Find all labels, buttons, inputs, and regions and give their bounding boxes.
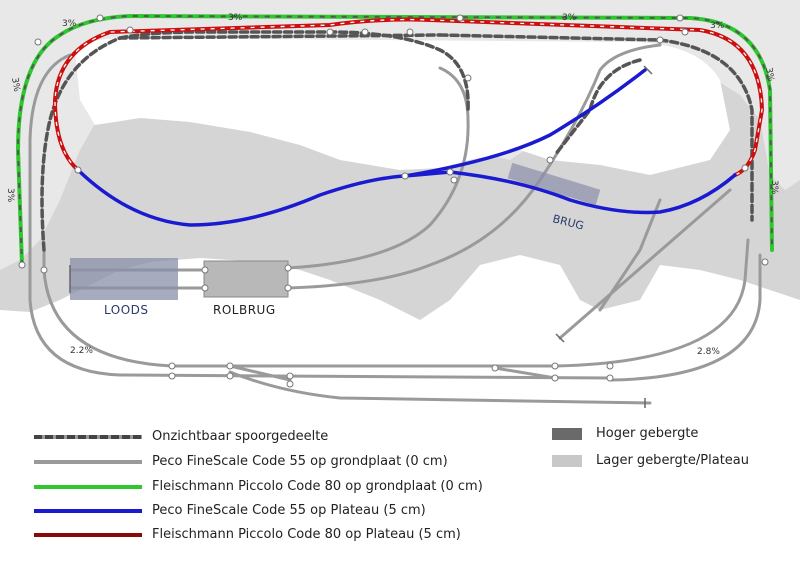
inner-loop-grey	[42, 248, 174, 368]
green-overlay	[16, 14, 773, 266]
hidden-left-loop	[40, 33, 442, 252]
grade-bottom-right: 2.8%	[697, 347, 720, 357]
legend-fleisch-ground-swatch	[34, 484, 142, 489]
hidden-inner-top	[118, 30, 470, 112]
siding-bottom	[228, 370, 652, 405]
loods-label: LOODS	[104, 303, 149, 317]
rolbrug-label: ROLBRUG	[213, 303, 276, 317]
legend-peco-plateau: Peco FineScale Code 55 op Plateau (5 cm)	[34, 503, 426, 518]
legend-peco-ground-label: Peco FineScale Code 55 op grondplaat (0 …	[152, 454, 448, 469]
end-stops	[69, 65, 653, 408]
grade-bottom-left: 2.2%	[70, 346, 93, 356]
outer-loop-grey	[28, 53, 122, 377]
legend-hidden-swatch	[34, 434, 142, 439]
grade-right-mid: 3%	[769, 180, 779, 195]
legend-hidden-label: Onzichtbaar spoorgedeelte	[152, 429, 329, 444]
legend-peco-ground: Peco FineScale Code 55 op grondplaat (0 …	[34, 454, 448, 469]
grade-labels: 3% 3% 3% 3% 3% 3% 3% 3% 2.2% 2.8%	[5, 13, 779, 357]
grade-top-left: 3%	[62, 19, 77, 29]
track-plan: 3% 3% 3% 3% 3% 3% 3% 3% 2.2% 2.8% LOODS …	[0, 0, 800, 408]
hidden-right-top	[438, 33, 754, 222]
branch-up	[598, 198, 662, 312]
grade-right-upper: 3%	[763, 67, 775, 83]
legend-fleisch-ground-label: Fleischmann Piccolo Code 80 op grondplaa…	[152, 479, 483, 494]
rolbrug-bridge	[203, 260, 289, 298]
fleisch-plateau-tracks	[52, 17, 765, 177]
legend-hidden: Onzichtbaar spoorgedeelte	[34, 429, 328, 444]
rolbrug-exit-1	[286, 66, 470, 270]
brug-bridge	[507, 162, 601, 206]
legend-peco-plateau-swatch	[34, 508, 142, 513]
red-plateau-loop	[52, 17, 765, 177]
legend-low-mountain-swatch	[552, 454, 582, 467]
grade-top-mid: 3%	[228, 13, 243, 23]
main-line-bottom-1	[118, 373, 612, 380]
crossover-2	[493, 366, 557, 380]
grade-top-right: 3%	[562, 13, 577, 23]
grade-left-upper: 3%	[9, 77, 21, 93]
legend-low-mountain: Lager gebergte/Plateau	[552, 453, 749, 468]
rolbrug-exit-2	[286, 43, 662, 290]
legend-high-mountain-label: Hoger gebergte	[596, 426, 699, 441]
loods-building	[70, 258, 178, 300]
legend-fleisch-plateau-swatch	[34, 532, 142, 537]
crossover-1	[228, 364, 292, 382]
legend-low-mountain-label: Lager gebergte/Plateau	[596, 453, 749, 468]
legend-fleisch-plateau-label: Fleischmann Piccolo Code 80 op Plateau (…	[152, 527, 461, 542]
legend-fleisch-ground: Fleischmann Piccolo Code 80 op grondplaa…	[34, 479, 483, 494]
outer-loop-grey-right	[608, 253, 762, 382]
legend-peco-plateau-label: Peco FineScale Code 55 op Plateau (5 cm)	[152, 503, 426, 518]
legend-fleisch-plateau: Fleischmann Piccolo Code 80 op Plateau (…	[34, 527, 461, 542]
legend-high-mountain-swatch	[552, 427, 582, 440]
legend-peco-ground-swatch	[34, 459, 142, 464]
terrain	[0, 0, 800, 320]
branch-diagonal	[558, 188, 732, 340]
legend-high-mountain: Hoger gebergte	[552, 426, 698, 441]
grade-top-far-right: 3%	[710, 21, 725, 31]
turnout-markers	[18, 14, 769, 388]
grade-left-mid: 3%	[5, 188, 15, 203]
hidden-tracks	[40, 30, 754, 252]
inner-loop-grey-right	[553, 238, 750, 368]
blue-branch	[403, 68, 647, 178]
